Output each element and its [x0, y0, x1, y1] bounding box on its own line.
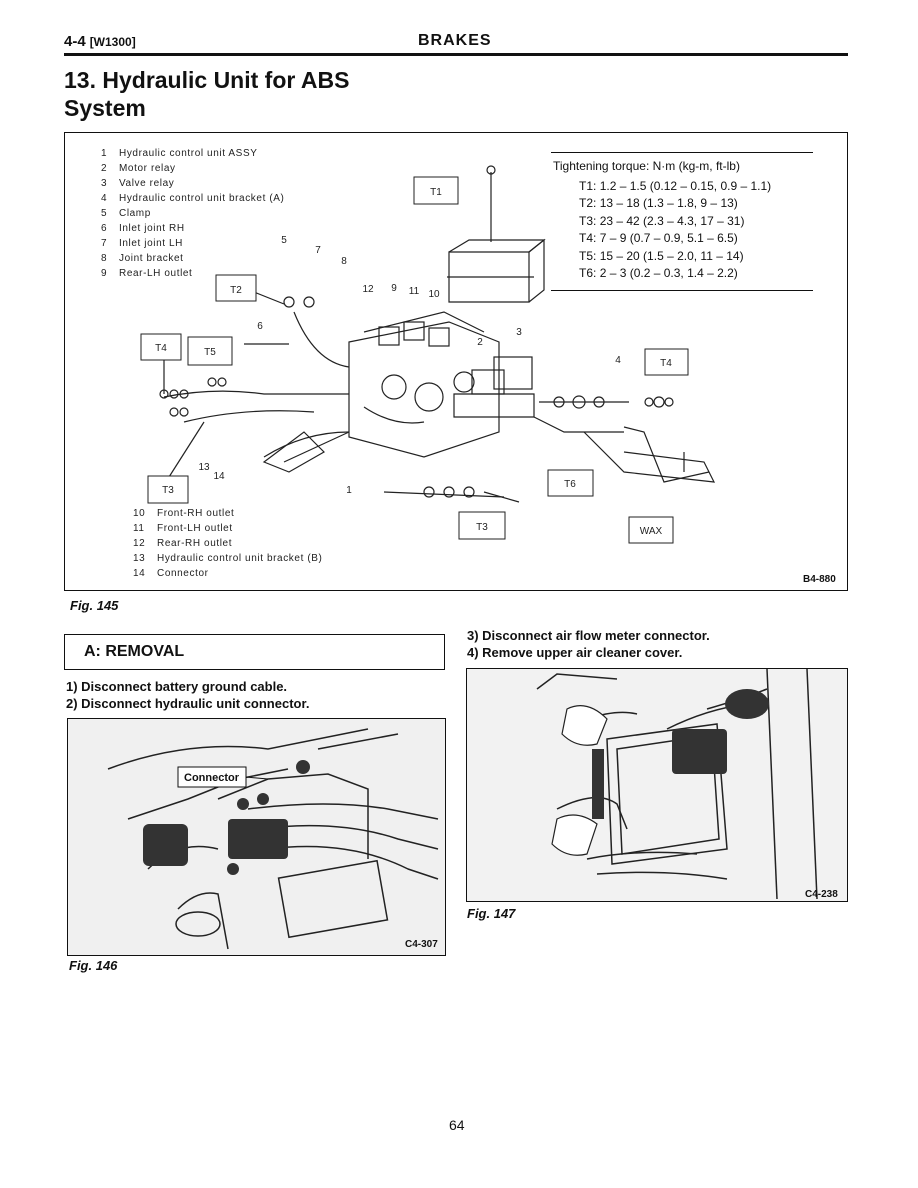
hydraulic-unit-photo: Connector	[68, 719, 445, 955]
callout-t5: T5	[204, 347, 216, 358]
callout-6: 6	[257, 321, 263, 332]
model-code: [W1300]	[89, 35, 136, 49]
callout-t6: T6	[564, 479, 576, 490]
step-item: 2) Disconnect hydraulic unit connector.	[66, 696, 310, 711]
removal-heading-box	[64, 634, 445, 670]
step-item: 1) Disconnect battery ground cable.	[66, 679, 288, 694]
callout-10: 10	[428, 289, 440, 300]
torque-row: T4: 7 – 9 (0.7 – 0.9, 5.1 – 6.5)	[579, 231, 738, 245]
torque-row: T6: 2 – 3 (0.2 – 0.3, 1.4 – 2.2)	[579, 266, 738, 280]
callout-wax: WAX	[640, 526, 663, 537]
callout-t4-right: T4	[660, 358, 672, 369]
page-title: 13. Hydraulic Unit for ABS System	[64, 66, 464, 122]
step-item: 3) Disconnect air flow meter connector.	[467, 628, 710, 643]
callout-t4-left: T4	[155, 343, 167, 354]
removal-heading: A: REMOVAL	[84, 643, 185, 660]
callout-4: 4	[615, 355, 621, 366]
figure-147-code: C4-238	[805, 889, 838, 900]
torque-heading: Tightening torque: N·m (kg-m, ft-lb)	[553, 159, 740, 173]
callout-5: 5	[281, 235, 287, 246]
page-title-line1: 13. Hydraulic Unit for ABS	[64, 67, 350, 93]
torque-row: T2: 13 – 18 (1.3 – 1.8, 9 – 13)	[579, 196, 738, 210]
callout-t3-left: T3	[162, 485, 174, 496]
figure-147-photo	[466, 668, 848, 902]
section-code: 4-4[W1300]	[64, 33, 136, 50]
torque-row: T3: 23 – 42 (2.3 – 4.3, 17 – 31)	[579, 213, 745, 228]
callout-7: 7	[315, 245, 321, 256]
callout-1: 1	[346, 485, 352, 496]
callout-9: 9	[391, 283, 397, 294]
figure-145-frame	[64, 132, 848, 591]
callout-2: 2	[477, 337, 483, 348]
connector-label: Connector	[184, 772, 240, 784]
section-number: 4-4	[64, 33, 86, 50]
figure-146-caption: Fig. 146	[69, 958, 118, 973]
figure-145-caption: Fig. 145	[70, 598, 119, 613]
step-list-right: 3) Disconnect air flow meter connector. …	[467, 627, 710, 661]
page-title-line2: System	[64, 95, 146, 121]
figure-145-code: B4-880	[803, 574, 836, 585]
figure-146-code: C4-307	[405, 939, 438, 950]
page-number: 64	[449, 1117, 465, 1133]
callout-8: 8	[341, 256, 347, 267]
torque-row: T1: 1.2 – 1.5 (0.12 – 0.15, 0.9 – 1.1)	[579, 178, 772, 193]
callout-t3-right: T3	[476, 522, 488, 533]
callout-t1: T1	[430, 187, 442, 198]
figure-146-photo: Connector	[67, 718, 446, 956]
callout-14: 14	[213, 471, 225, 482]
chapter-title: BRAKES	[418, 32, 492, 49]
torque-rule-top	[551, 152, 813, 153]
callout-13: 13	[198, 462, 210, 473]
exploded-diagram: T1 T2 T4 T5 T4 T6 T3 T3 WAX 1 2 3 4 5 6 …	[140, 165, 716, 544]
header-rule	[64, 53, 848, 56]
callout-11: 11	[409, 286, 420, 297]
torque-row: T5: 15 – 20 (1.5 – 2.0, 11 – 14)	[579, 248, 744, 263]
step-item: 4) Remove upper air cleaner cover.	[467, 645, 683, 660]
air-cleaner-photo	[467, 669, 847, 901]
callout-12: 12	[362, 284, 374, 295]
callout-t2: T2	[230, 285, 242, 296]
torque-rule-bottom	[551, 290, 813, 291]
callout-3: 3	[516, 327, 522, 338]
figure-147-caption: Fig. 147	[467, 906, 516, 921]
step-list-left: 1) Disconnect battery ground cable. 2) D…	[66, 678, 309, 712]
torque-table: Tightening torque: N·m (kg-m, ft-lb) T1:…	[553, 158, 771, 283]
